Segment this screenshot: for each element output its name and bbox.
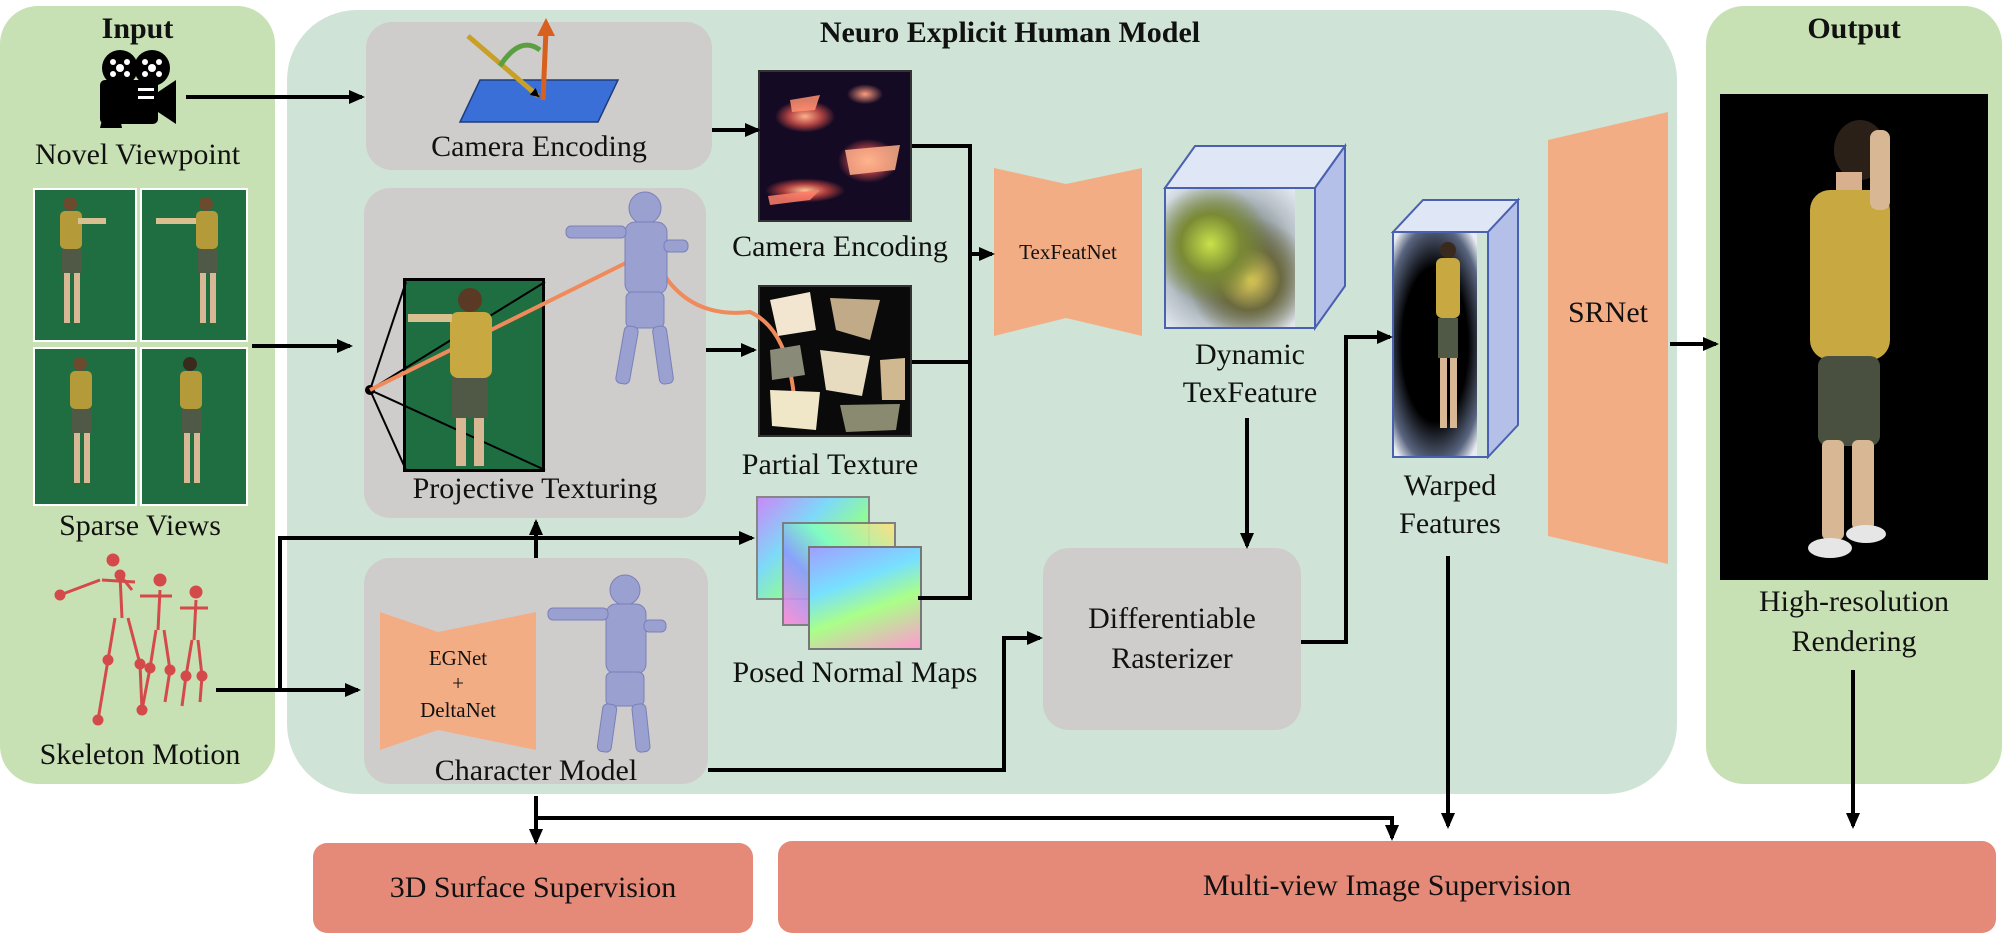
srnet-shape	[1548, 112, 1668, 564]
novel-viewpoint-label: Novel Viewpoint	[34, 138, 241, 171]
egnet-plus-label: +	[452, 671, 464, 695]
surface-supervision-label: 3D Surface Supervision	[389, 871, 677, 904]
texfeatnet-label: TexFeatNet	[1019, 240, 1117, 264]
skeleton-icon	[54, 553, 208, 726]
camera-encoding-box-label: Camera Encoding	[431, 130, 647, 163]
character-mesh-1	[565, 191, 689, 385]
rasterizer-box	[1043, 548, 1301, 730]
sparse-views-label: Sparse Views	[59, 509, 221, 542]
partial-texture-patches	[770, 292, 905, 432]
multiview-supervision-label: Multi-view Image Supervision	[1202, 869, 1572, 902]
sparse-view-figures	[60, 197, 218, 483]
rasterizer-label-2: Rasterizer	[1111, 642, 1233, 675]
projective-photo-figure	[408, 288, 492, 466]
sparse-view-2	[140, 188, 248, 342]
posed-normal-maps-label: Posed Normal Maps	[732, 656, 978, 689]
texfeature-cube	[1163, 142, 1347, 332]
dynamic-texfeature-front	[1165, 188, 1295, 328]
egnet-shape	[380, 612, 536, 750]
model-title: Neuro Explicit Human Model	[819, 16, 1201, 49]
warped-figure	[1436, 242, 1460, 428]
output-figure	[1808, 120, 1890, 558]
rasterizer-label-1: Differentiable	[1088, 602, 1256, 635]
warped-label-2: Features	[1399, 507, 1501, 540]
warped-label-1: Warped	[1403, 469, 1497, 502]
camera-plane-icon	[458, 18, 620, 123]
multiview-supervision-box	[778, 841, 1996, 933]
warped-cube	[1390, 197, 1521, 460]
dynamic-label: Dynamic	[1195, 338, 1305, 371]
camera-encoding-stripes	[768, 95, 900, 205]
warped-features-front	[1393, 232, 1477, 457]
texfeature-label: TexFeature	[1182, 376, 1318, 409]
flow-arrows	[186, 90, 1860, 845]
srnet-label: SRNet	[1567, 296, 1648, 329]
camera-encoding-map-label: Camera Encoding	[732, 230, 948, 263]
rendering-label-1: High-resolution	[1759, 585, 1949, 618]
sparse-view-1	[33, 188, 137, 342]
output-title: Output	[1807, 12, 1901, 45]
skeleton-motion-label: Skeleton Motion	[39, 738, 241, 771]
partial-texture-label: Partial Texture	[741, 448, 919, 481]
character-model-label: Character Model	[434, 754, 638, 787]
surface-supervision-box	[313, 843, 753, 933]
character-mesh-2	[547, 574, 667, 753]
video-camera-icon	[100, 50, 176, 128]
projective-texturing-label: Projective Texturing	[412, 472, 658, 505]
egnet-label: EGNet	[428, 646, 488, 670]
rendering-label-2: Rendering	[1791, 625, 1917, 658]
projection-frustum	[365, 248, 802, 471]
deltanet-label: DeltaNet	[420, 698, 496, 722]
input-title: Input	[101, 12, 174, 45]
